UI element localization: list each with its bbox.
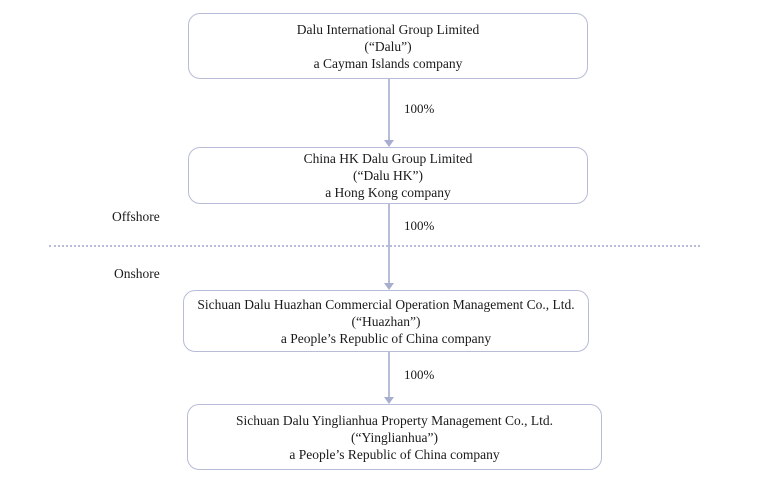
arrow-down-icon [384,397,394,404]
entity-box-huazhan: Sichuan Dalu Huazhan Commercial Operatio… [183,290,589,352]
offshore-label: Offshore [112,209,160,224]
entity-short-name: (“Dalu HK”) [352,168,424,183]
offshore-onshore-divider [49,245,700,247]
arrow-down-icon [384,283,394,290]
onshore-label: Onshore [114,266,160,281]
entity-jurisdiction: a People’s Republic of China company [280,330,492,346]
ownership-percentage: 100% [404,218,435,233]
entity-box-dalu: Dalu International Group Limited (“Dalu”… [188,13,588,79]
ownership-connector-line [388,352,390,398]
arrow-down-icon [384,140,394,147]
entity-short-name: (“Yinglianhua”) [351,429,438,445]
entity-box-dalu-hk: China HK Dalu Group Limited (“Dalu HK”) … [188,147,588,204]
entity-jurisdiction: a People’s Republic of China company [289,446,500,462]
ownership-percentage: 100% [404,367,435,382]
entity-name: Dalu International Group Limited [296,21,480,37]
entity-name: Sichuan Dalu Yinglianhua Property Manage… [235,412,554,428]
ownership-connector-line [388,204,390,284]
entity-short-name: (“Dalu”) [364,38,412,54]
entity-jurisdiction: a Hong Kong company [325,185,451,200]
ownership-connector-line [388,79,390,141]
entity-short-name: (“Huazhan”) [351,313,421,329]
entity-box-yinglianhua: Sichuan Dalu Yinglianhua Property Manage… [187,404,602,470]
entity-name: Sichuan Dalu Huazhan Commercial Operatio… [197,296,575,312]
ownership-percentage: 100% [404,101,435,116]
entity-jurisdiction: a Cayman Islands company [313,55,463,71]
entity-name: China HK Dalu Group Limited [303,151,473,166]
